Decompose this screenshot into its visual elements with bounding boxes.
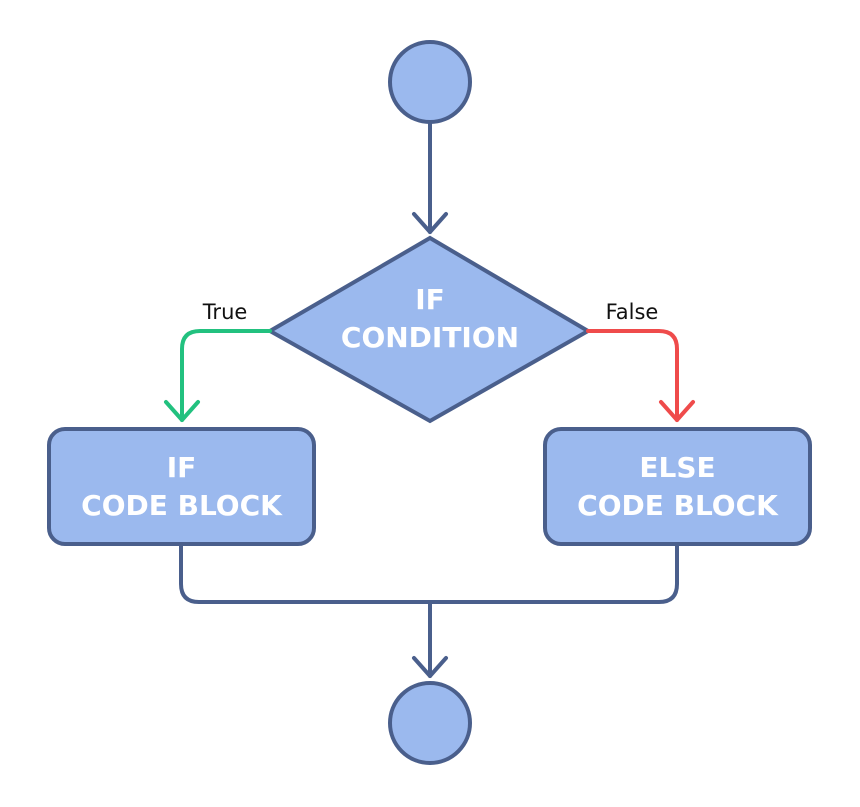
start-to-condition-connector xyxy=(412,120,448,234)
decision-node: IF CONDITION xyxy=(265,235,592,424)
if-code-block: IF CODE BLOCK xyxy=(47,427,316,546)
false-label: False xyxy=(606,300,659,324)
decision-line-1: IF xyxy=(415,283,445,316)
if-block-line-2: CODE BLOCK xyxy=(81,489,283,522)
decision-line-2: CONDITION xyxy=(341,321,519,354)
else-code-block: ELSE CODE BLOCK xyxy=(543,427,812,546)
else-block-line-2: CODE BLOCK xyxy=(577,489,779,522)
merge-connector xyxy=(179,542,679,678)
else-block-line-1: ELSE xyxy=(639,451,715,484)
if-block-line-1: IF xyxy=(167,451,197,484)
true-branch-connector: True xyxy=(164,300,272,422)
false-branch-connector: False xyxy=(586,300,695,422)
end-node xyxy=(388,681,472,765)
true-label: True xyxy=(202,300,248,324)
start-node xyxy=(388,40,472,124)
